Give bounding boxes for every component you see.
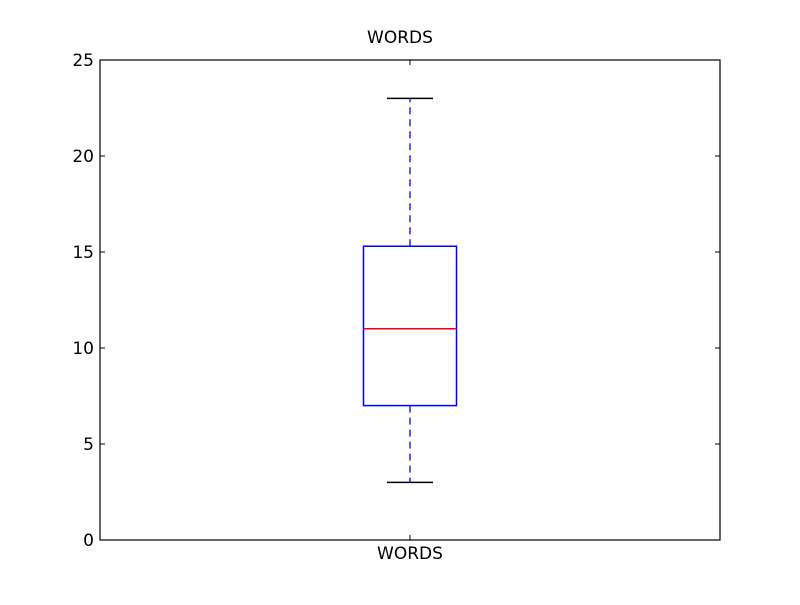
y-tick-label: 0 (83, 531, 94, 551)
y-axis: 0 5 10 15 20 25 (72, 51, 720, 551)
y-tick-label: 5 (83, 435, 94, 455)
y-tick-label: 20 (72, 147, 94, 167)
iqr-box (362, 245, 458, 407)
chart-title: WORDS (367, 28, 433, 48)
y-tick-label: 15 (72, 243, 94, 263)
boxes-group (362, 97, 458, 484)
x-tick-label: WORDS (377, 544, 443, 564)
y-tick-label: 25 (72, 51, 94, 71)
x-axis: WORDS (377, 60, 443, 564)
y-tick-label: 10 (72, 339, 94, 359)
